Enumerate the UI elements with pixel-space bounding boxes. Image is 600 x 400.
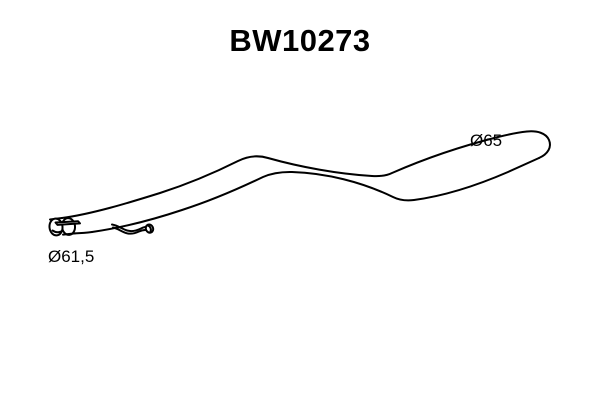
hanger-bracket (111, 223, 155, 235)
hanger-rod-tip-highlight (147, 224, 152, 233)
page-title: BW10273 (229, 23, 371, 58)
pipe-upper-edge (61, 130, 528, 219)
pipe-lower-edge (91, 157, 540, 233)
socket-shoulder (74, 231, 93, 235)
socket-slot-notch (54, 220, 81, 226)
dimension-label-outlet: Ø65 (470, 131, 502, 150)
pipe-body (61, 130, 551, 235)
hanger-rod-upper (111, 223, 149, 233)
socket-inner-lip (51, 229, 62, 234)
hanger-rod-lower (112, 226, 148, 235)
pipe-tail-cap (526, 130, 551, 159)
socket-mouth-opening (48, 217, 64, 237)
socket-end (48, 217, 81, 237)
hanger-rod-tip (144, 223, 155, 234)
dimension-label-inlet: Ø61,5 (48, 247, 94, 266)
